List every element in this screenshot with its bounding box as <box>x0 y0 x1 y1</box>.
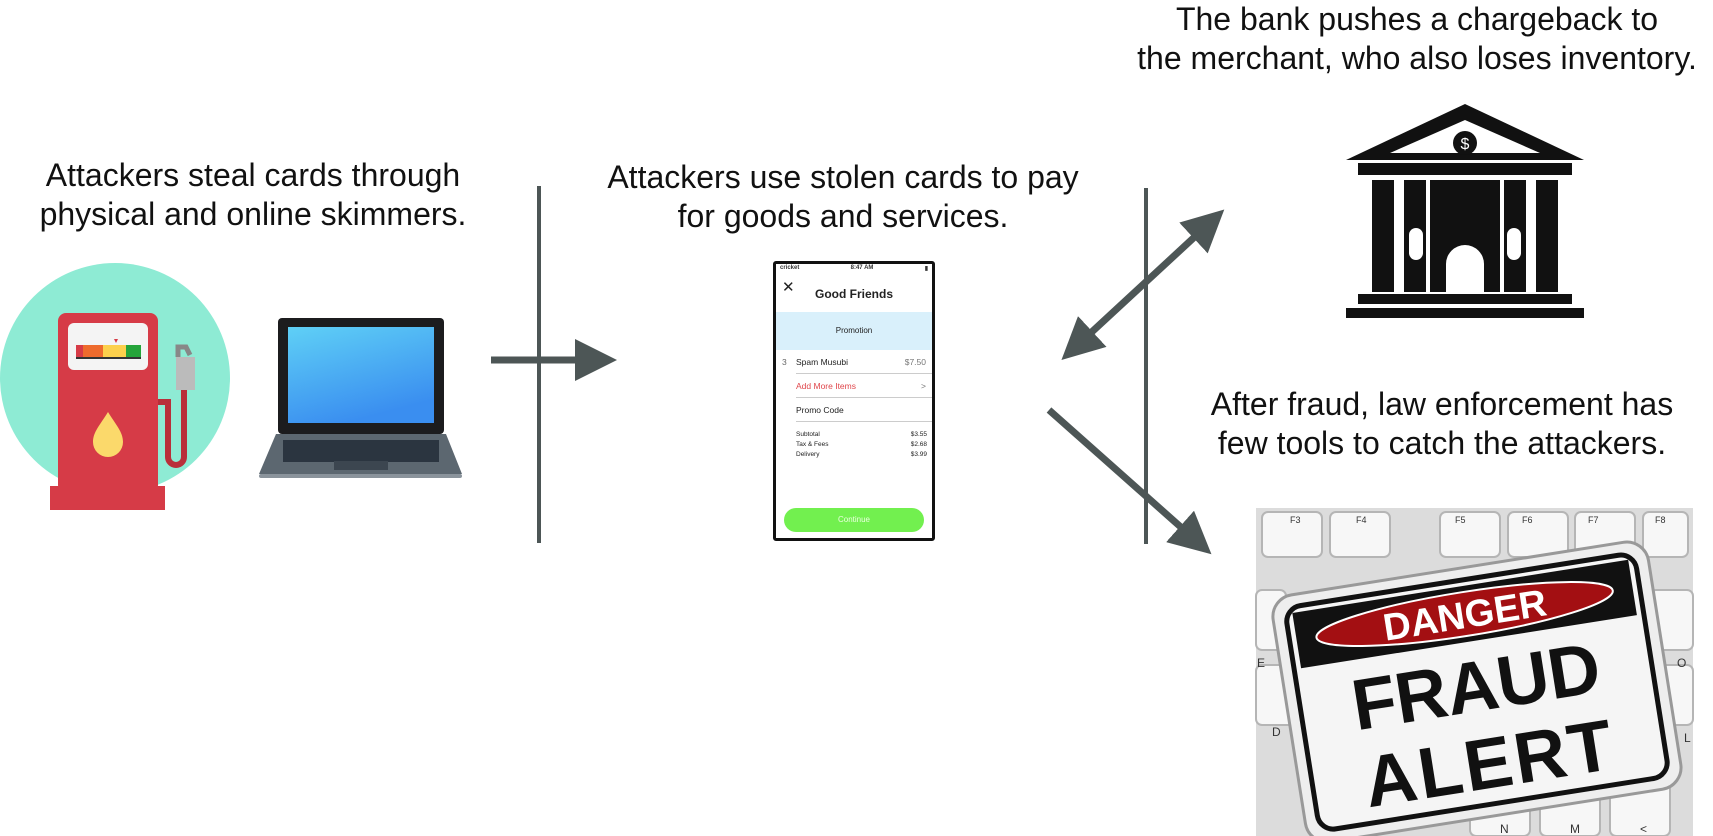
bank-icon: $ <box>1346 104 1584 318</box>
key-label: O <box>1677 656 1686 670</box>
add-more-label: Add More Items <box>796 380 856 391</box>
promo-code-field[interactable]: Promo Code <box>796 398 932 422</box>
promotion-banner[interactable]: Promotion <box>776 312 932 350</box>
battery-icon: ▮ <box>924 266 928 272</box>
total-label: Delivery <box>796 451 820 458</box>
clock: 8:47 AM <box>850 265 874 271</box>
screen-title: Good Friends <box>815 287 893 301</box>
phone-checkout-screen: cricket 8:47 AM ▮ ✕ Good Friends Promoti… <box>773 261 935 541</box>
key-label: F6 <box>1522 515 1533 525</box>
key-label: M <box>1570 822 1580 836</box>
total-value: $2.68 <box>910 441 927 448</box>
item-price: $7.50 <box>904 356 926 367</box>
caption-steal: Attackers steal cards through physical a… <box>40 156 467 234</box>
total-label: Subtotal <box>796 431 820 438</box>
gas-pump-icon <box>0 263 230 510</box>
total-row: Tax & Fees $2.68 <box>796 440 927 450</box>
total-row: Subtotal $3.55 <box>796 430 927 440</box>
caption-line: physical and online skimmers. <box>39 196 467 232</box>
key-label: D <box>1272 725 1281 739</box>
svg-text:$: $ <box>1461 136 1470 153</box>
totals: Subtotal $3.55 Tax & Fees $2.68 Delivery $3… <box>796 430 932 460</box>
total-value: $3.55 <box>910 431 927 438</box>
status-bar: cricket 8:47 AM ▮ <box>776 264 932 276</box>
key-label: F3 <box>1290 515 1301 525</box>
caption-line: the merchant, who also loses inventory. <box>1137 40 1697 76</box>
continue-button[interactable]: Continue <box>784 508 924 532</box>
key-label: N <box>1500 822 1509 836</box>
key-label: L <box>1684 731 1691 745</box>
arrow-bidirectional <box>1061 209 1225 361</box>
caption-line: The bank pushes a chargeback to <box>1175 1 1659 37</box>
key-label: F5 <box>1455 515 1466 525</box>
key-label: E <box>1257 656 1265 670</box>
key-label: F8 <box>1655 515 1666 525</box>
promo-code-label: Promo Code <box>796 404 844 415</box>
key-label: F7 <box>1588 515 1599 525</box>
caption-line: Attackers use stolen cards to pay <box>607 159 1079 195</box>
key-label: F4 <box>1356 515 1367 525</box>
laptop-icon <box>259 318 462 478</box>
caption-line: for goods and services. <box>677 198 1009 234</box>
total-label: Tax & Fees <box>796 441 829 448</box>
fraud-alert-image: DANGER FRAUD ALERT F3 F4 F5 F6 F7 F8 E O… <box>1255 508 1694 836</box>
item-qty: 3 <box>782 356 787 367</box>
caption-law: After fraud, law enforcement has few too… <box>1211 385 1673 463</box>
caption-use: Attackers use stolen cards to pay for go… <box>607 158 1078 236</box>
caption-line: After fraud, law enforcement has <box>1210 386 1674 422</box>
key-label: < <box>1640 822 1647 836</box>
total-row: Delivery $3.99 <box>796 450 927 460</box>
caption-line: few tools to catch the attackers. <box>1217 425 1667 461</box>
add-more-items-button[interactable]: Add More Items > <box>796 374 932 398</box>
caption-line: Attackers steal cards through <box>45 157 461 193</box>
caption-bank: The bank pushes a chargeback to the merc… <box>1137 0 1697 78</box>
chevron-right-icon: > <box>921 380 926 391</box>
item-name: Spam Musubi <box>796 356 848 367</box>
arrow-down-right <box>1046 407 1212 555</box>
total-value: $3.99 <box>910 451 927 458</box>
close-icon[interactable]: ✕ <box>782 279 795 296</box>
carrier: cricket <box>780 265 800 271</box>
cart-item: 3 Spam Musubi $7.50 <box>782 350 932 374</box>
